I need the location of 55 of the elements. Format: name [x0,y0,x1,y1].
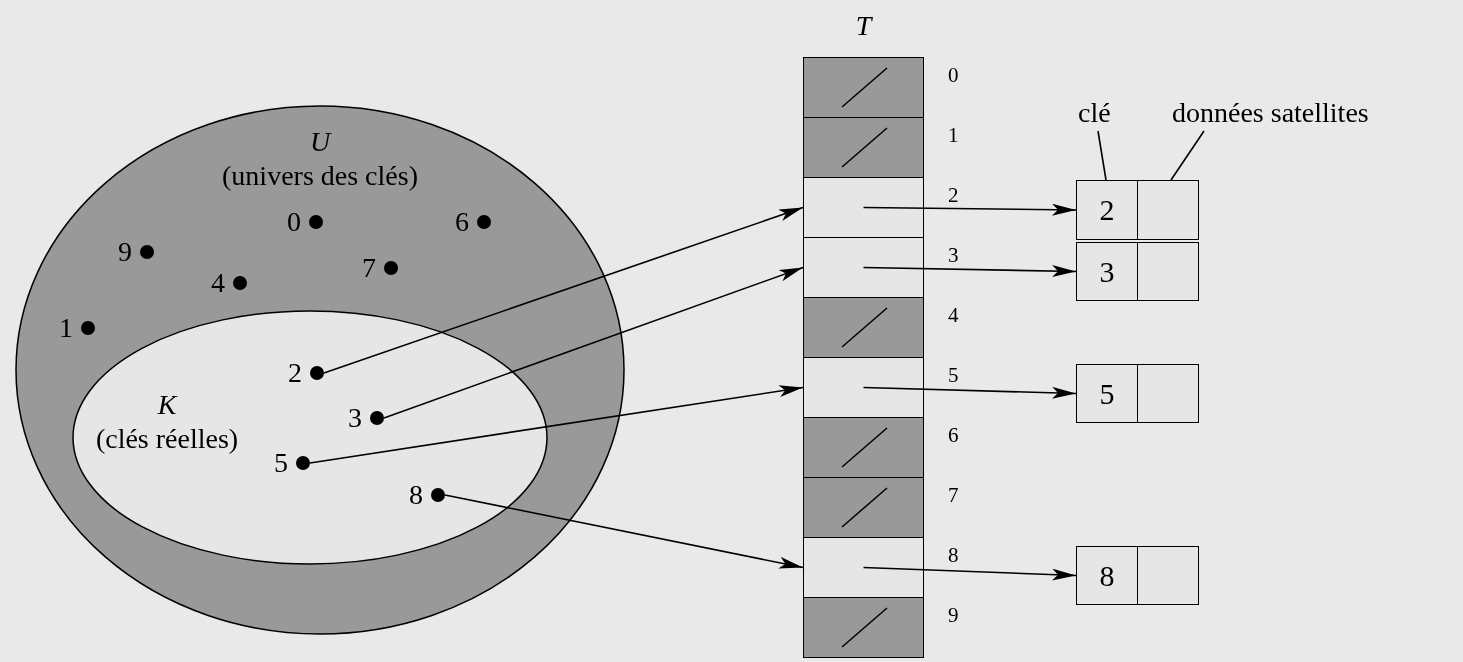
table-slot [803,237,924,298]
table-slot [803,477,924,538]
key-label: 5 [274,448,288,478]
set-description: (clés réelles) [95,422,239,456]
arrow [309,385,804,464]
record-data-cell [1137,180,1199,240]
arrow [383,266,804,419]
set-name: K [157,388,177,422]
table-slot [803,417,924,478]
field-label: clé [1078,97,1111,129]
arrow [323,206,804,374]
key-label: 2 [288,358,302,388]
table-slot [803,357,924,418]
table-name: T [855,10,872,42]
leader-line [1097,130,1107,181]
slot-index: 1 [948,123,959,147]
record-key-cell: 8 [1076,546,1138,605]
slot-index: 5 [948,363,959,387]
set-name: U [309,125,331,159]
record-data-cell [1137,364,1199,423]
slot-index: 4 [948,303,959,327]
set-description: (univers des clés) [222,159,418,193]
key-label: 0 [287,207,301,237]
slot-index: 9 [948,603,959,627]
slot-index: 0 [948,63,959,87]
key-label: 6 [455,207,469,237]
record-key-cell: 5 [1076,364,1138,423]
arrow [862,386,1077,399]
record-data-cell [1137,242,1199,301]
slot-index: 6 [948,423,959,447]
slot-index: 7 [948,483,959,507]
record-data-cell [1137,546,1199,605]
field-label: données satellites [1172,97,1369,129]
record-key-cell: 2 [1076,180,1138,240]
table-slot [803,117,924,178]
arrow [862,265,1077,278]
key-label: 7 [362,253,376,283]
table-slot [803,597,924,658]
key-label: 3 [348,403,362,433]
key-label: 4 [211,268,225,298]
arrow [862,203,1077,216]
key-label: 8 [409,480,423,510]
slot-index: 8 [948,543,959,567]
table-slot [803,537,924,598]
table-slot [803,57,924,118]
arrow [862,566,1077,581]
slot-index: 3 [948,243,959,267]
arrow [444,494,804,569]
record-key-cell: 3 [1076,242,1138,301]
key-label: 1 [59,313,73,343]
key-label: 9 [118,237,132,267]
table-slot [803,177,924,238]
table-slot [803,297,924,358]
leader-line [1170,130,1205,181]
slot-index: 2 [948,183,959,207]
